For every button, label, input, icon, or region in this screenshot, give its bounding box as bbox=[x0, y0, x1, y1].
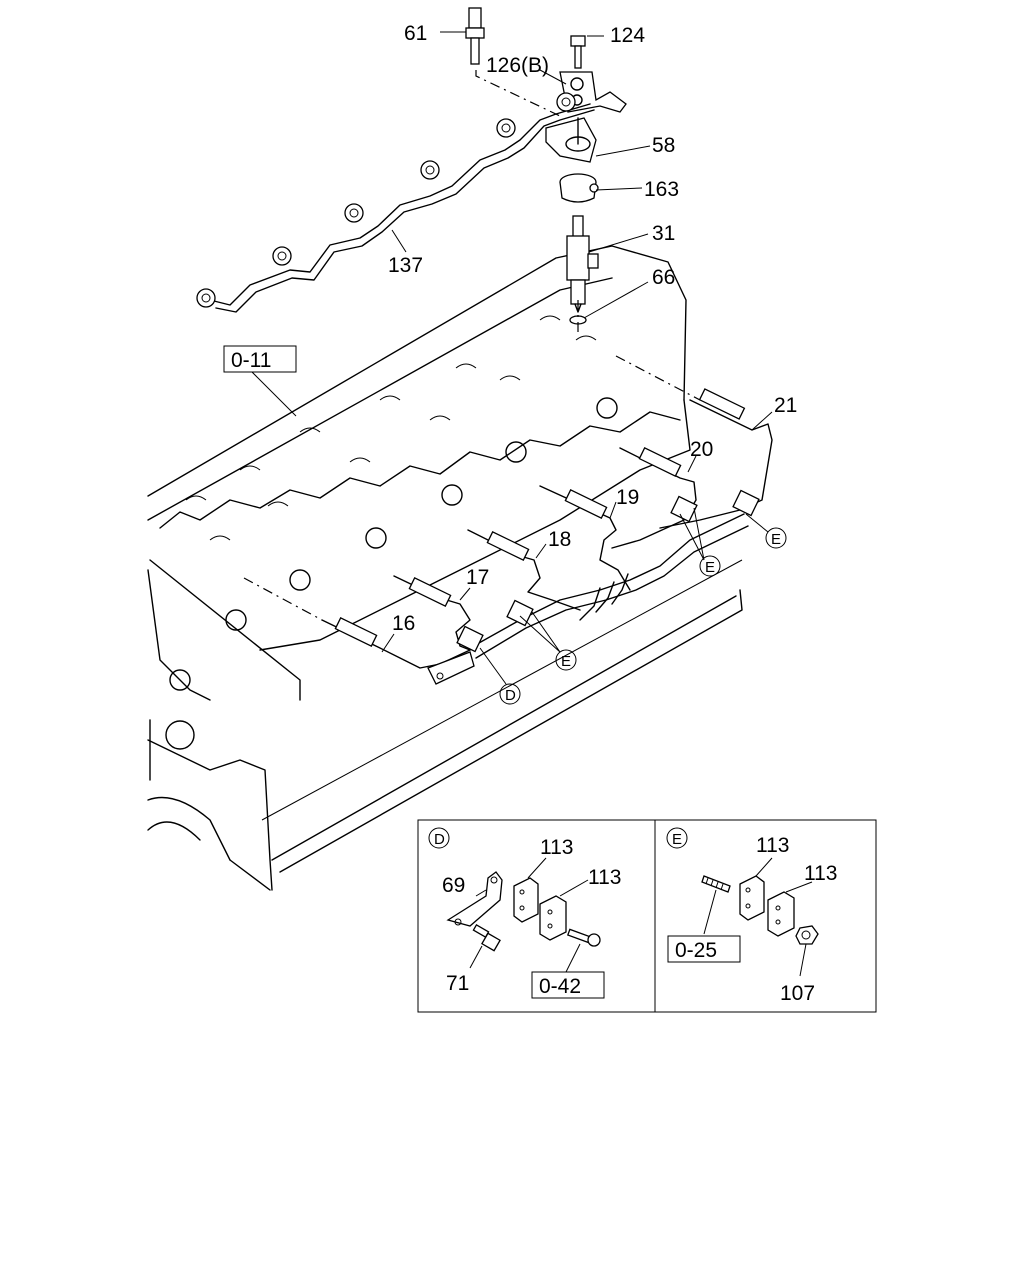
part-113-clamp-d1 bbox=[513, 877, 539, 923]
label-61: 61 bbox=[404, 22, 427, 45]
part-31-injector bbox=[566, 215, 599, 313]
label-19: 19 bbox=[616, 486, 639, 509]
panel-e: E 113 bbox=[666, 827, 837, 1005]
injection-pipes bbox=[243, 355, 773, 685]
label-17: 17 bbox=[466, 566, 489, 589]
label-21: 21 bbox=[774, 394, 797, 417]
label-126b: 126(B) bbox=[486, 54, 549, 77]
part-61-connector bbox=[465, 7, 485, 65]
label-e-113a: 113 bbox=[756, 834, 789, 857]
label-e-113b: 113 bbox=[804, 862, 837, 885]
label-d-113b: 113 bbox=[588, 866, 621, 889]
label-124: 124 bbox=[610, 24, 645, 47]
callout-e-2-text: E bbox=[705, 559, 715, 576]
part-69-bracket bbox=[446, 871, 503, 927]
label-58: 58 bbox=[652, 134, 675, 157]
panel-d: D bbox=[428, 827, 621, 999]
label-163: 163 bbox=[644, 178, 679, 201]
label-66: 66 bbox=[652, 266, 675, 289]
part-126-bracket bbox=[559, 71, 627, 113]
label-69: 69 bbox=[442, 874, 465, 897]
label-31: 31 bbox=[652, 222, 675, 245]
callout-d: D bbox=[499, 683, 521, 705]
ref-0-11-text: 0-11 bbox=[231, 349, 271, 372]
callout-e-1: E bbox=[555, 649, 577, 671]
ref-0-11: 0-11 bbox=[223, 345, 297, 373]
part-71-bolt bbox=[472, 924, 501, 952]
part-124-bolt bbox=[570, 35, 586, 69]
part-113-clamp-e2 bbox=[767, 891, 795, 937]
label-18: 18 bbox=[548, 528, 571, 551]
label-20: 20 bbox=[690, 438, 713, 461]
injector-assembly bbox=[465, 7, 627, 336]
label-d-113a: 113 bbox=[540, 836, 573, 859]
part-163-collar bbox=[559, 173, 599, 203]
label-107: 107 bbox=[780, 982, 815, 1005]
label-71: 71 bbox=[446, 972, 469, 995]
callout-e-1-text: E bbox=[561, 653, 571, 670]
callout-d-text: D bbox=[505, 687, 516, 704]
stud bbox=[701, 875, 731, 893]
panel-e-title: E bbox=[672, 831, 682, 848]
part-113-clamp-e1 bbox=[739, 875, 765, 921]
ref-0-25: 0-25 bbox=[675, 939, 717, 962]
engine-block bbox=[147, 245, 743, 891]
panel-d-title: D bbox=[434, 831, 445, 848]
label-137: 137 bbox=[388, 254, 423, 277]
ref-0-42: 0-42 bbox=[539, 975, 581, 998]
part-113-clamp-d2 bbox=[539, 895, 567, 941]
callout-e-2: E bbox=[699, 555, 721, 577]
callout-e-3-text: E bbox=[771, 531, 781, 548]
label-16: 16 bbox=[392, 612, 415, 635]
leaders bbox=[251, 31, 773, 685]
callout-e-3: E bbox=[765, 527, 787, 549]
part-107-nut bbox=[795, 925, 819, 945]
part-58-clamp bbox=[545, 117, 597, 163]
part-137-leak-off-pipe bbox=[196, 92, 595, 313]
detail-panels: D bbox=[417, 819, 877, 1013]
